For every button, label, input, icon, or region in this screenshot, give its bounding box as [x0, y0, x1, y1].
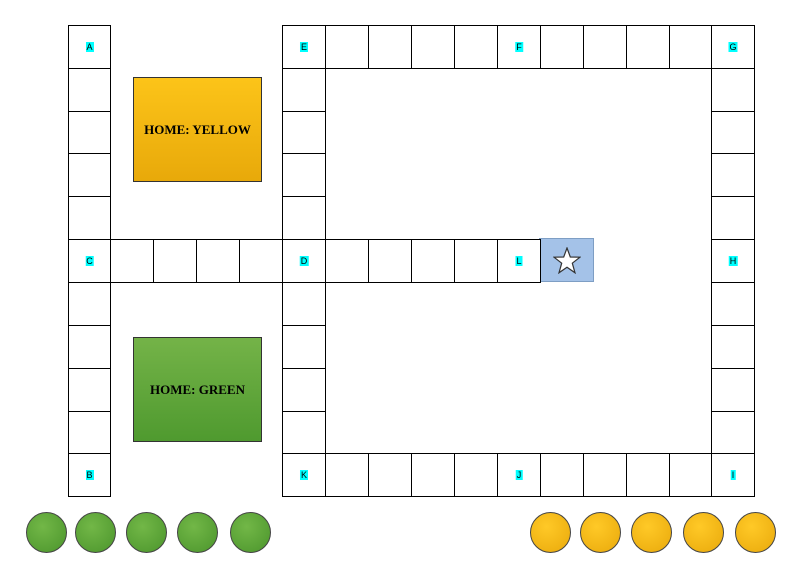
board-cell[interactable] — [711, 325, 755, 369]
board-cell[interactable] — [711, 368, 755, 412]
yellow-token[interactable] — [530, 512, 571, 553]
board-cell[interactable] — [282, 111, 326, 154]
board-cell[interactable] — [153, 239, 197, 283]
board-cell[interactable] — [711, 111, 755, 154]
board-cell[interactable] — [325, 453, 369, 497]
board-cell[interactable] — [282, 196, 326, 240]
board-cell[interactable] — [583, 453, 627, 497]
board-cell[interactable] — [282, 368, 326, 412]
board-cell-j[interactable]: J — [497, 453, 541, 497]
board-cell[interactable] — [282, 282, 326, 326]
cell-label: D — [299, 256, 309, 266]
board-cell[interactable] — [368, 453, 412, 497]
board-cell[interactable] — [711, 153, 755, 197]
home-green[interactable]: HOME: GREEN — [133, 337, 262, 442]
cell-label: K — [299, 470, 309, 480]
board-cell[interactable] — [711, 282, 755, 326]
board-cell[interactable] — [68, 196, 111, 240]
yellow-token[interactable] — [580, 512, 621, 553]
board-cell[interactable] — [68, 68, 111, 112]
board-cell-l[interactable]: L — [497, 239, 541, 283]
green-token[interactable] — [75, 512, 116, 553]
board-cell[interactable] — [282, 411, 326, 454]
board-cell[interactable] — [196, 239, 240, 283]
board-cell[interactable] — [368, 25, 412, 69]
board-cell-k[interactable]: K — [282, 453, 326, 497]
board-cell[interactable] — [68, 282, 111, 326]
board-cell[interactable] — [583, 25, 627, 69]
board-cell[interactable] — [540, 25, 584, 69]
cell-label: C — [85, 256, 94, 266]
yellow-token[interactable] — [735, 512, 776, 553]
cell-label: J — [515, 470, 523, 480]
yellow-token[interactable] — [683, 512, 724, 553]
board-cell-a[interactable]: A — [68, 25, 111, 69]
board-cell-h[interactable]: H — [711, 239, 755, 283]
board-cell[interactable] — [368, 239, 412, 283]
board-cell-c[interactable]: C — [68, 239, 111, 283]
board-cell[interactable] — [411, 25, 455, 69]
board-cell[interactable] — [68, 153, 111, 197]
home-green-label: HOME: GREEN — [150, 381, 245, 397]
green-token[interactable] — [230, 512, 271, 553]
board-cell[interactable] — [68, 111, 111, 154]
board-cell[interactable] — [239, 239, 283, 283]
star-icon — [553, 247, 581, 274]
board-cell[interactable] — [454, 25, 498, 69]
board-cell[interactable] — [325, 25, 369, 69]
cell-label: E — [299, 42, 309, 52]
board-cell[interactable] — [68, 325, 111, 369]
cell-label: L — [515, 256, 523, 266]
green-token[interactable] — [177, 512, 218, 553]
board-cell-f[interactable]: F — [497, 25, 541, 69]
board-cell[interactable] — [454, 453, 498, 497]
board-cell[interactable] — [669, 453, 712, 497]
yellow-token[interactable] — [631, 512, 672, 553]
board-cell[interactable] — [669, 25, 712, 69]
green-token[interactable] — [126, 512, 167, 553]
board-cell-d[interactable]: D — [282, 239, 326, 283]
board-cell[interactable] — [626, 453, 670, 497]
cell-label: H — [728, 256, 738, 266]
green-token[interactable] — [26, 512, 67, 553]
board-cell[interactable] — [282, 68, 326, 112]
home-yellow-label: HOME: YELLOW — [144, 121, 251, 137]
board-cell[interactable] — [540, 453, 584, 497]
star-goal-cell[interactable] — [539, 238, 594, 282]
cell-label: A — [85, 42, 94, 52]
board-cell[interactable] — [411, 453, 455, 497]
cell-label: F — [515, 42, 523, 52]
board-cell[interactable] — [454, 239, 498, 283]
board-cell[interactable] — [68, 368, 111, 412]
board-cell[interactable] — [282, 325, 326, 369]
board-cell[interactable] — [711, 68, 755, 112]
board-cell[interactable] — [68, 411, 111, 454]
board-cell-e[interactable]: E — [282, 25, 326, 69]
cell-label: I — [730, 470, 736, 480]
board-cell[interactable] — [411, 239, 455, 283]
board-cell[interactable] — [626, 25, 670, 69]
board-cell[interactable] — [110, 239, 154, 283]
board-cell-g[interactable]: G — [711, 25, 755, 69]
board-cell[interactable] — [282, 153, 326, 197]
home-yellow[interactable]: HOME: YELLOW — [133, 77, 262, 182]
board-cell[interactable] — [711, 411, 755, 454]
board-cell-i[interactable]: I — [711, 453, 755, 497]
cell-label: G — [728, 42, 738, 52]
board-cell-b[interactable]: B — [68, 453, 111, 497]
cell-label: B — [85, 470, 94, 480]
board-cell[interactable] — [711, 196, 755, 240]
board-cell[interactable] — [325, 239, 369, 283]
